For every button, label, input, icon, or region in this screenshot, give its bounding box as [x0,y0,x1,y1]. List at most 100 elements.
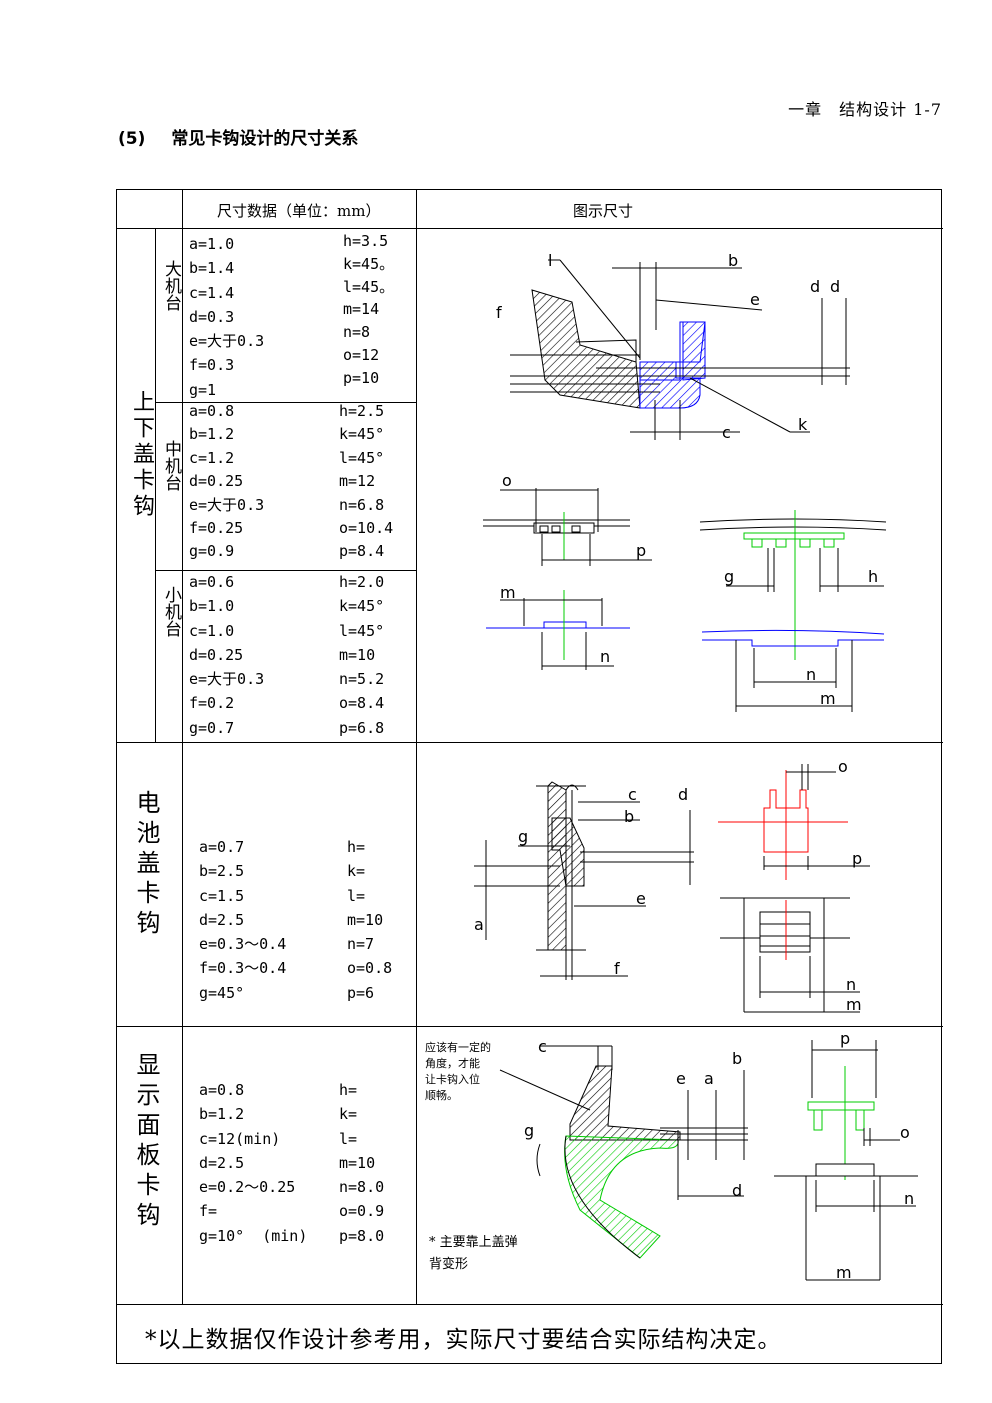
value-line: d=0.25 [189,472,244,491]
value-line: h=3.5 [343,232,389,250]
values-medium-right: h=2.5 k=45° l=45° m=12 n=6.8 o=10.4 p=8.4 [339,400,393,564]
row-label-small: 小机台 [161,586,181,637]
value-line: a=0.8 [189,402,235,420]
dim-label: l [548,251,552,270]
angle-note: 应该有一定的 角度，才能 让卡钩入位 顺畅。 [425,1041,491,1102]
dim-label: g [518,827,528,846]
dim-label: c [628,785,637,804]
value-line: a=0.6 [189,573,235,591]
dim-label: n [600,647,610,666]
value-line: k=45° [339,425,385,444]
dim-label: e [636,889,646,908]
value-line: f=0.2 [189,694,235,713]
dim-label: e [676,1069,686,1088]
value-line: d=2.5 [199,1153,245,1172]
dim-label: c [722,423,731,442]
value-line: e=大于0.3 [189,332,265,351]
value-line: c=12(min) [199,1129,281,1148]
value-line: h= [347,838,366,856]
section-heading: (5)常见卡钩设计的尺寸关系 [118,124,358,149]
value-line: c=1.4 [189,283,235,302]
value-line: h=2.0 [339,573,385,591]
value-line: l=45° [339,448,385,467]
value-line: p=8.0 [339,1226,385,1245]
value-line: c=1.0 [189,621,235,640]
value-line: f=0.3 [189,356,235,375]
dim-label: k [798,415,808,434]
group-title-battery: 电池盖卡钩 [132,790,160,940]
spring-note: * 主要靠上盖弹 背变形 [429,1235,518,1272]
dim-label: a [474,915,484,934]
dim-label: a [704,1069,714,1088]
value-line: o=8.4 [339,694,385,713]
dim-label: d [732,1181,742,1200]
value-line: b=1.2 [189,425,235,444]
value-line: c=1.2 [189,448,235,467]
value-line: d=2.5 [199,910,245,929]
dim-label: o [502,471,512,490]
value-line: n=6.8 [339,495,385,514]
chapter-header: 一章 结构设计 1-7 [788,100,942,119]
value-line: o=12 [343,345,380,364]
value-line: k= [339,1105,358,1124]
value-line: o=10.4 [339,519,394,538]
dim-label: n [904,1189,914,1208]
value-line: k=45° [339,597,385,616]
dim-label: n [846,975,856,994]
value-line: a=0.8 [199,1081,245,1099]
dim-label: f [614,959,620,978]
grid-line [117,742,943,743]
value-line: d=0.25 [189,645,244,664]
value-line: o=0.9 [339,1202,385,1221]
value-line: h= [339,1081,358,1099]
dim-label: o [838,757,848,776]
dim-label: f [496,303,502,322]
value-line: a=1.0 [189,235,235,253]
value-line: p=8.4 [339,542,385,561]
dim-label: p [852,849,862,868]
section-title: 常见卡钩设计的尺寸关系 [171,129,359,149]
dim-label: m [500,583,516,602]
dim-label: b [732,1049,742,1068]
value-line: m=12 [339,472,376,491]
value-line: p=6.8 [339,718,385,737]
value-line: f=0.3～0.4 [199,959,287,978]
value-line: a=0.7 [199,838,245,856]
dim-label: m [836,1263,852,1282]
row-label-medium: 中机台 [161,440,181,491]
value-line: b=1.0 [189,597,235,616]
value-line: n=8 [343,323,371,342]
value-line: e=0.2～0.25 [199,1178,296,1197]
value-line: g=0.7 [189,718,235,737]
row-label-large: 大机台 [161,260,181,311]
value-line: d=0.3 [189,307,235,326]
group-title-upper-lower: 上下盖卡钩 [129,390,154,520]
grid-line [155,228,156,742]
diagram-upper-lower-hook: l b e d d f c k o p g [483,251,887,712]
dim-label: c [538,1037,547,1056]
grid-line [182,190,183,1305]
value-line: g=1 [189,380,217,399]
grid-line [117,1026,943,1027]
value-line: h=2.5 [339,402,385,420]
value-line: b=1.2 [199,1105,245,1124]
value-line: p=6 [347,983,375,1002]
value-line: g=10° (min) [199,1226,308,1245]
grid-line [117,228,943,229]
value-line: n=8.0 [339,1178,385,1197]
dim-label: p [840,1029,850,1048]
dim-label: p [636,541,646,560]
value-line: m=10 [339,1153,376,1172]
dim-label: n [806,665,816,684]
dim-label: d [830,277,840,296]
dim-label: e [750,290,760,309]
dim-label: m [846,995,862,1014]
value-line: o=0.8 [347,959,393,978]
dim-label: o [900,1123,910,1142]
